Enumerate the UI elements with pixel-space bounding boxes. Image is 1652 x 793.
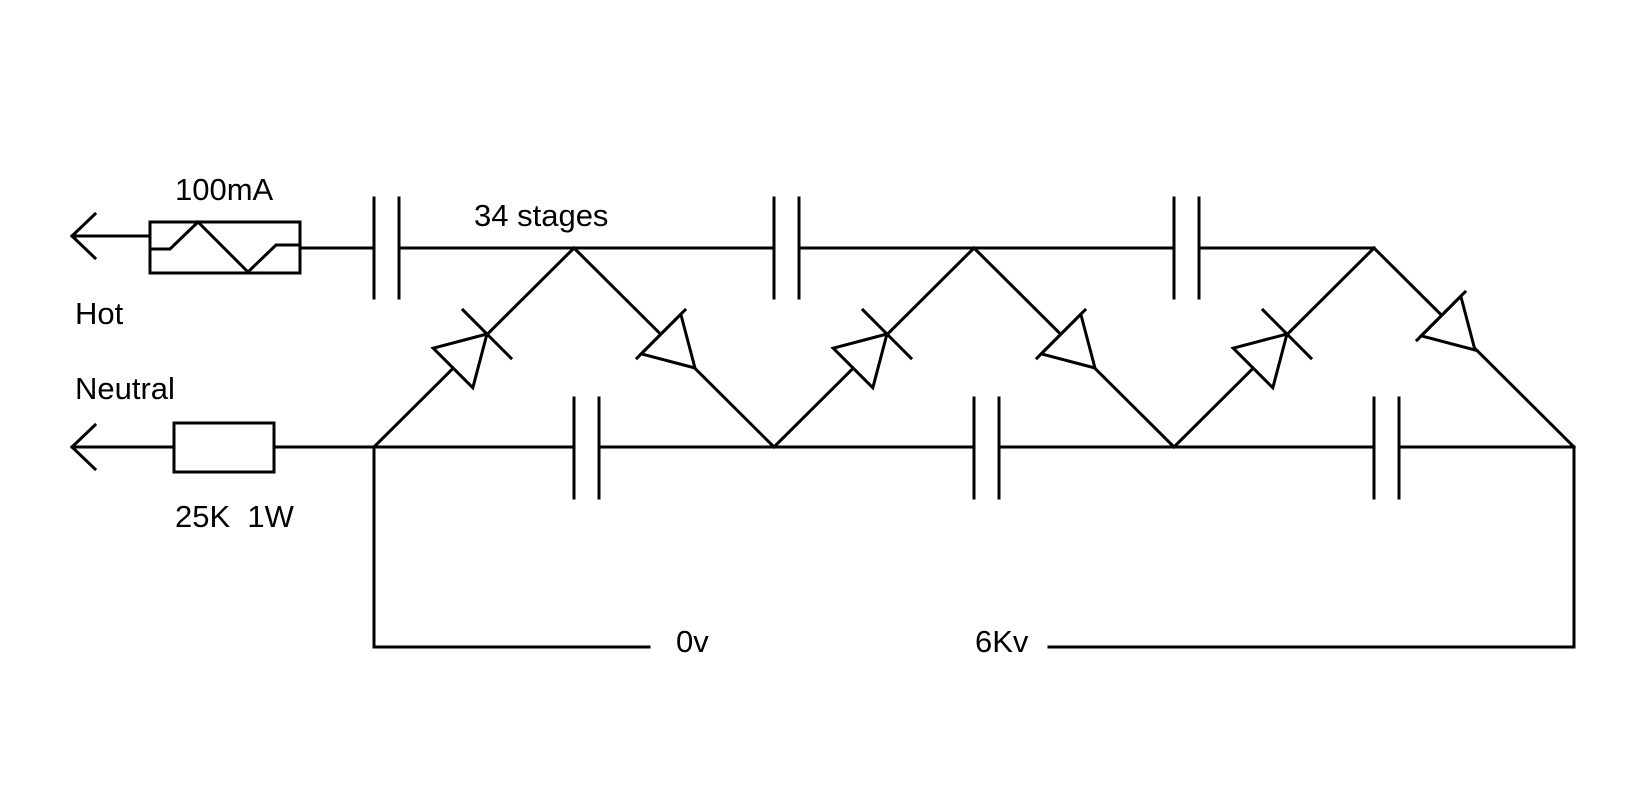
diode-4 bbox=[1034, 307, 1098, 371]
diode-5 bbox=[1230, 307, 1314, 391]
resistor-symbol bbox=[172, 421, 276, 474]
top-capacitor-3 bbox=[1172, 196, 1201, 300]
bottom-capacitor-1 bbox=[572, 396, 601, 500]
diode-1 bbox=[430, 307, 514, 391]
bottom-capacitor-2 bbox=[972, 396, 1001, 500]
fuse-symbol bbox=[148, 219, 302, 275]
fuse-rating-label: 100mA bbox=[175, 172, 274, 207]
bottom-capacitor-3 bbox=[1372, 396, 1401, 500]
output-6kv-label: 6Kv bbox=[975, 624, 1029, 659]
hot-label: Hot bbox=[75, 296, 124, 331]
output-0v-label: 0v bbox=[676, 624, 709, 659]
top-capacitor-2 bbox=[772, 196, 801, 300]
top-capacitor-1 bbox=[372, 196, 401, 300]
diode-6 bbox=[1414, 289, 1478, 353]
stages-label: 34 stages bbox=[474, 198, 608, 233]
diode-chain-wire bbox=[371, 245, 1577, 450]
neutral-label: Neutral bbox=[75, 371, 175, 406]
diode-3 bbox=[830, 307, 914, 391]
diode-2 bbox=[634, 307, 698, 371]
resistor-rating-label: 25K 1W bbox=[175, 499, 295, 534]
output-0v-wire bbox=[372, 445, 651, 649]
output-6kv-wire bbox=[1047, 445, 1576, 649]
